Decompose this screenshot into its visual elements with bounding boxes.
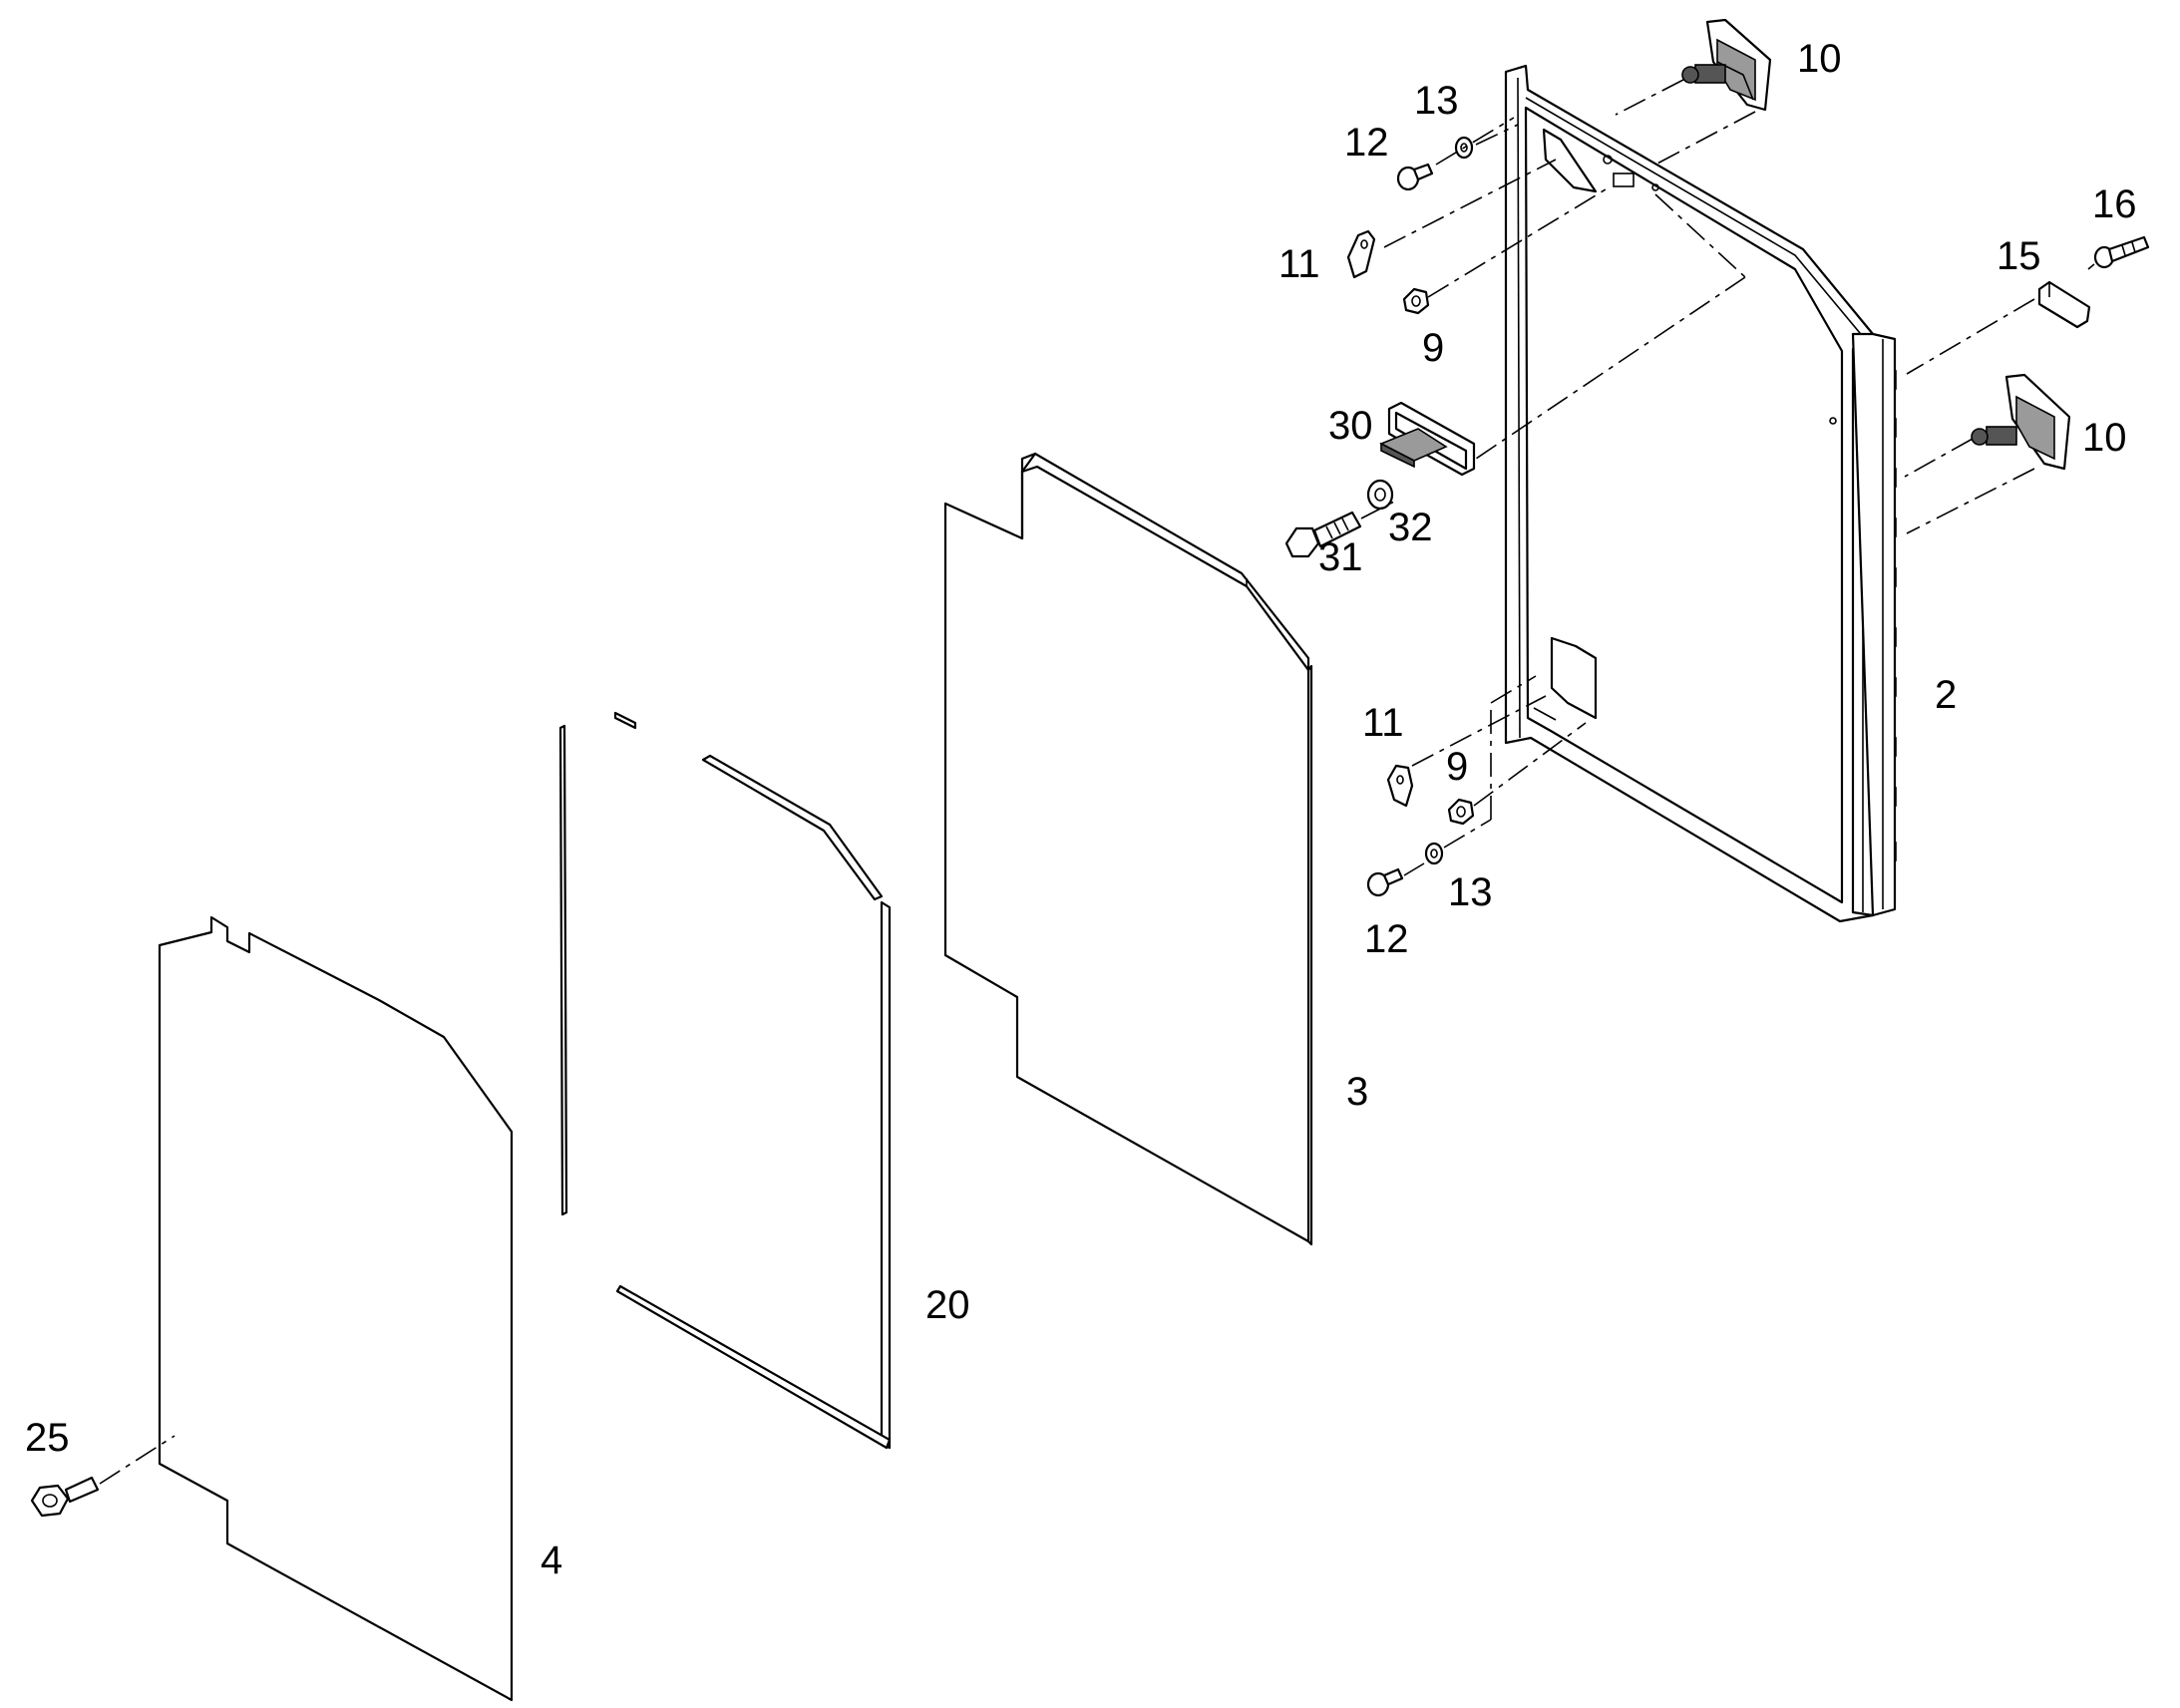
callout-32: 32 <box>1388 506 1433 549</box>
callout-11-top: 11 <box>1278 242 1320 286</box>
part-32-washer <box>1366 479 1394 511</box>
callout-16: 16 <box>2092 182 2137 226</box>
part-30-catch-bracket <box>1379 401 1476 477</box>
part-11-clip-top <box>1346 229 1376 279</box>
part-11-clip-bottom <box>1386 764 1414 808</box>
part-10-latch-top <box>1681 18 1772 112</box>
part-16-screw <box>2093 235 2150 269</box>
callout-12-bottom: 12 <box>1364 917 1409 961</box>
part-12-screw-top <box>1396 163 1434 191</box>
assembly-leader-lines <box>99 79 2095 1485</box>
part-13-washer-bottom <box>1424 842 1444 865</box>
callout-13-top: 13 <box>1414 79 1459 123</box>
callout-3: 3 <box>1346 1070 1368 1114</box>
callout-30: 30 <box>1328 404 1373 448</box>
callout-9-top: 9 <box>1422 326 1444 370</box>
part-9-nut-top <box>1402 287 1430 315</box>
part-10-latch-side <box>1971 373 2071 471</box>
part-9-nut-bottom <box>1447 798 1475 826</box>
callout-12-top: 12 <box>1344 121 1389 165</box>
part-31-bolt <box>1284 511 1362 558</box>
callout-10-side: 10 <box>2082 416 2127 460</box>
callout-31: 31 <box>1318 535 1363 579</box>
callout-20: 20 <box>925 1283 970 1327</box>
part-25-bolt <box>30 1476 100 1518</box>
callout-25: 25 <box>25 1416 70 1460</box>
callout-9-bottom: 9 <box>1446 745 1468 789</box>
callout-labels: 2 3 4 9 9 10 10 11 11 12 12 13 13 15 16 … <box>25 37 2137 1582</box>
callout-2: 2 <box>1935 673 1957 717</box>
callout-11-bottom: 11 <box>1362 701 1404 745</box>
part-12-screw-bottom <box>1366 867 1404 897</box>
callout-4: 4 <box>541 1538 562 1582</box>
callout-10-top: 10 <box>1797 37 1842 81</box>
part-2-door-frame <box>1504 64 1897 923</box>
part-15-plate <box>2037 280 2091 329</box>
part-3-insulation-board <box>943 452 1313 1246</box>
part-4-back-panel <box>158 915 514 1702</box>
callout-15: 15 <box>1997 234 2041 278</box>
callout-13-bottom: 13 <box>1448 870 1493 914</box>
part-20-gasket <box>558 711 892 1450</box>
